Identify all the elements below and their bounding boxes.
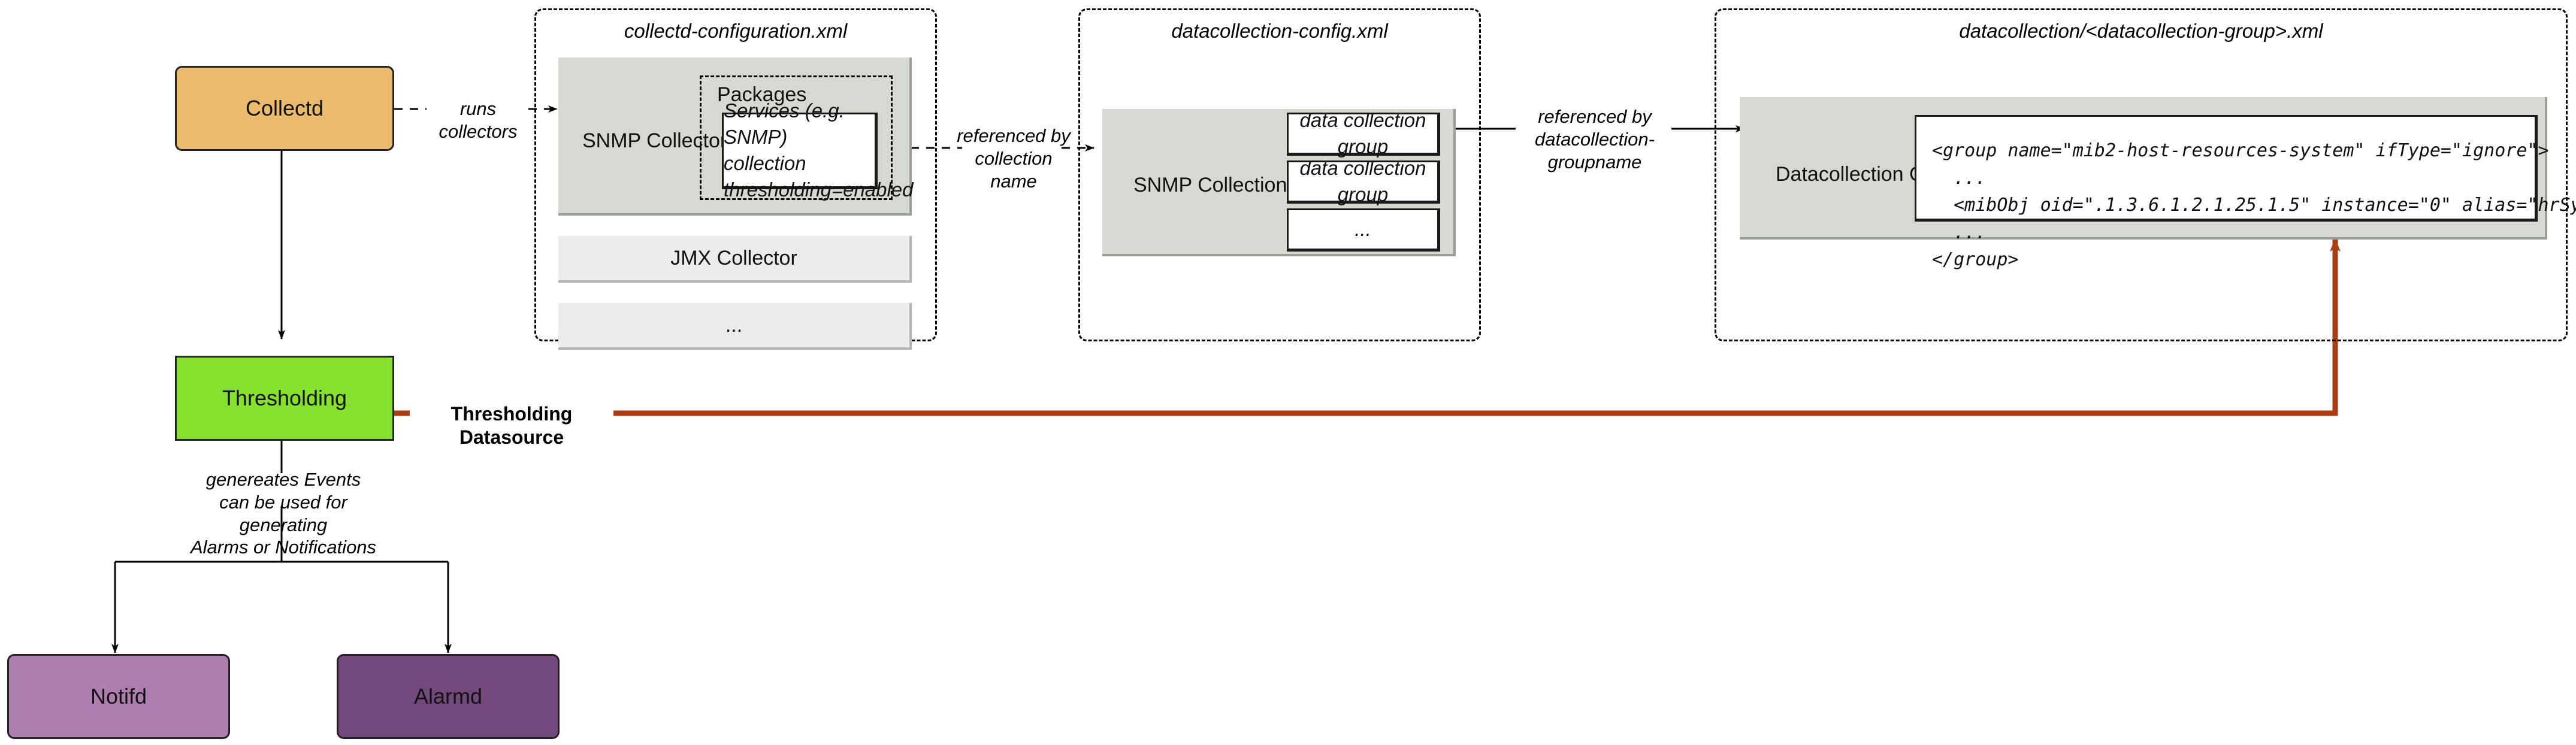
packages-group: Packages (700, 75, 893, 200)
snmp-collection-label: SNMP Collection (1133, 174, 1287, 196)
container-datacollection-config-xml: datacollection-config.xml (1078, 8, 1481, 341)
edge-label-referenced-by-datacollection-groupname: referenced by datacollection-groupname (1535, 106, 1655, 172)
data-collection-group-1-label: data collection group (1299, 108, 1426, 158)
container-datacollection-config-caption: datacollection-config.xml (1171, 20, 1388, 42)
container-collectd-configuration-caption: collectd-configuration.xml (624, 20, 848, 42)
datacollection-group-xml-snippet[interactable]: <group name="mib2-host-resources-system"… (1915, 115, 2576, 270)
node-notifd-label: Notifd (90, 684, 147, 709)
jmx-collector-label: JMX Collector (670, 246, 797, 269)
more-collectors-label: ... (725, 313, 743, 337)
xml-snippet-text: <group name="mib2-host-resources-system"… (1932, 140, 2576, 271)
node-notifd[interactable]: Notifd (7, 654, 230, 739)
data-collection-group-3-label: ... (1354, 217, 1371, 240)
packages-label: Packages (717, 83, 807, 106)
container-datacollection-group-caption: datacollection/<datacollection-group>.xm… (1959, 20, 2323, 42)
jmx-collector-row[interactable]: JMX Collector (558, 236, 912, 283)
container-datacollection-group-xml: datacollection/<datacollection-group>.xm… (1715, 8, 2568, 341)
services-box[interactable]: Services (e.g. SNMP) collection threshol… (722, 99, 914, 201)
node-thresholding[interactable]: Thresholding (175, 356, 394, 441)
data-collection-group-1[interactable]: data collection group (1287, 109, 1440, 158)
node-alarmd-label: Alarmd (413, 684, 483, 709)
data-collection-group-2-label: data collection group (1299, 156, 1426, 205)
node-collectd[interactable]: Collectd (175, 66, 394, 151)
data-collection-group-3[interactable]: ... (1287, 208, 1440, 252)
services-label: Services (e.g. SNMP) collection threshol… (724, 99, 914, 201)
node-thresholding-label: Thresholding (222, 386, 347, 411)
edge-label-runs-collectors: runs collectors (439, 98, 518, 142)
node-collectd-label: Collectd (245, 96, 324, 121)
edge-label-generates-events: genereates Events can be used for genera… (190, 469, 377, 558)
more-collectors-row[interactable]: ... (558, 303, 912, 350)
snmp-collector-label: SNMP Collector (582, 129, 727, 152)
node-alarmd[interactable]: Alarmd (337, 654, 560, 739)
edge-label-referenced-by-collection-name: referenced by collection name (957, 125, 1071, 192)
data-collection-group-2[interactable]: data collection group (1287, 157, 1440, 205)
edge-label-thresholding-datasource: Thresholding Datasource (410, 402, 613, 450)
